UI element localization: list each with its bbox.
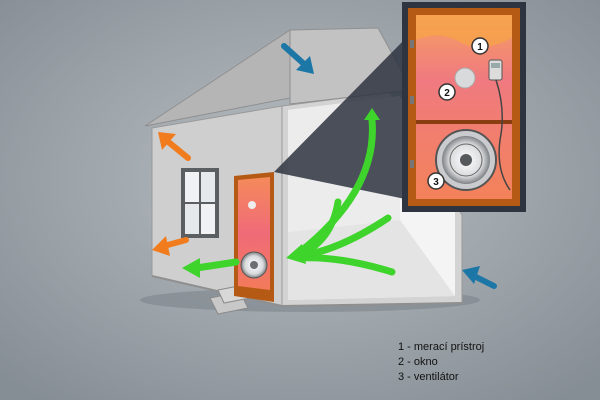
- door-fan-hub: [250, 261, 258, 269]
- inset-meter-screen: [491, 63, 500, 68]
- zoom-pointer: [274, 34, 410, 200]
- inset-hinge-3: [410, 160, 414, 168]
- legend-item-fan: 3 - ventilátor: [398, 371, 459, 383]
- window-pane-tl: [185, 172, 199, 202]
- window: [181, 168, 219, 238]
- callout-window: 2: [438, 83, 456, 101]
- blower-door: [234, 172, 274, 302]
- inset-hinge-1: [410, 40, 414, 48]
- air-in-arrow-roof-head: [296, 56, 314, 74]
- callout-window-number: 2: [444, 88, 450, 99]
- callout-fan: 3: [427, 172, 445, 190]
- legend-item-meter: 1 - merací prístroj: [398, 341, 485, 353]
- callout-window-circle: [438, 83, 456, 101]
- callout-meter: 1: [471, 37, 489, 55]
- callout-meter-number: 1: [477, 42, 483, 53]
- blower-door-inset: 1 2 3: [402, 2, 526, 212]
- inset-fan-hub: [460, 154, 472, 166]
- airflow-arrow-from-top: [296, 116, 376, 256]
- callout-fan-circle: [427, 172, 445, 190]
- airflow-arrowhead-main: [286, 244, 306, 264]
- inset-top-band: [416, 15, 512, 48]
- air-out-arrow-upper-line: [163, 137, 191, 161]
- airflow-arrow-from-middle: [296, 198, 342, 259]
- legend-item-window: 2 - okno: [398, 356, 438, 368]
- window-pane-tr: [201, 172, 215, 202]
- airflow-arrow-from-right-lower: [296, 254, 396, 276]
- door-window-hole: [248, 201, 256, 209]
- house-base-right: [281, 302, 463, 307]
- callout-fan-number: 3: [433, 177, 439, 188]
- legend: 1 - merací prístroj 2 - okno 3 - ventilá…: [398, 340, 484, 385]
- air-out-arrow-lower-head: [152, 236, 170, 256]
- air-out-arrows: [152, 132, 191, 256]
- air-in-arrows: [281, 43, 497, 289]
- inset-hinge-2: [410, 96, 414, 104]
- inset-fan-ring: [449, 143, 483, 177]
- inset-window: [454, 67, 476, 89]
- house-base-left: [151, 275, 283, 307]
- airflow-arrowheads: [182, 108, 380, 278]
- house-interior-floor: [288, 220, 455, 300]
- airflow-tail-top: [364, 108, 380, 120]
- callout-meter-circle: [471, 37, 489, 55]
- airflow-arrowhead-exit: [182, 258, 200, 278]
- window-pane-bl: [185, 204, 199, 234]
- air-in-arrow-wall-head: [462, 266, 480, 284]
- inset-meter-cable: [495, 79, 511, 191]
- window-pane-br: [201, 204, 215, 234]
- air-in-arrow-roof-line: [281, 43, 307, 67]
- air-in-arrow-wall-line: [471, 273, 497, 289]
- air-out-arrow-upper-head: [158, 132, 176, 150]
